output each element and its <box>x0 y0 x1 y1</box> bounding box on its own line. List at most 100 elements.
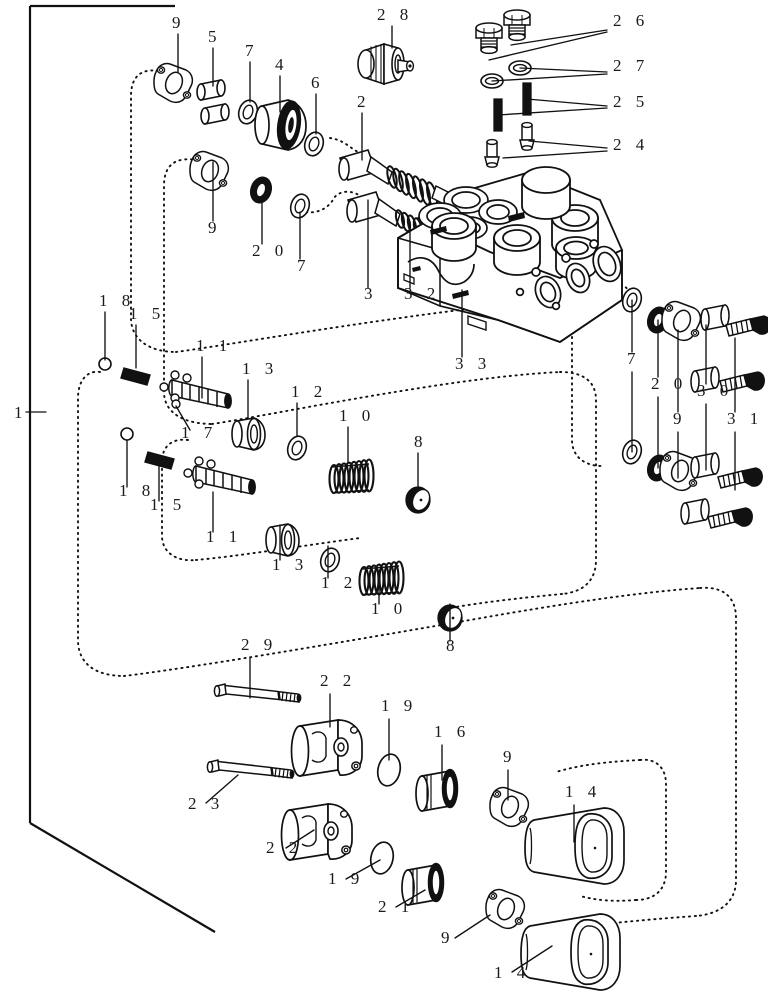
part-callout-8: 8 <box>414 432 423 451</box>
part-23-bolt <box>206 759 296 780</box>
part-callout-17: 1 7 <box>181 423 217 442</box>
part-callout-22: 2 2 <box>320 671 356 690</box>
part-callout-7: 7 <box>297 256 306 275</box>
part-callout-1: 1 <box>14 403 23 422</box>
part-callout-12: 1 2 <box>291 382 327 401</box>
part-callout-13: 1 3 <box>272 555 308 574</box>
part-5-dowel-a <box>196 79 226 101</box>
leader-line-22 <box>285 829 315 849</box>
part-14-boot-lower <box>520 913 621 991</box>
part-callout-25: 2 5 <box>613 92 649 111</box>
part-5-dowel-b <box>200 103 230 125</box>
part-22-housing-upper <box>290 719 363 777</box>
part-9-flange-top <box>153 62 194 104</box>
part-10-spring-lower <box>358 560 405 597</box>
leader-line-19 <box>345 859 381 880</box>
part-callout-19: 1 9 <box>381 696 417 715</box>
part-17-detent-upper <box>171 399 181 409</box>
part-callout-9: 9 <box>172 13 181 32</box>
part-callout-27: 2 7 <box>613 56 649 75</box>
part-callout-11: 1 1 <box>196 336 232 355</box>
part-20-seal-top <box>246 173 276 207</box>
part-callout-5: 5 <box>208 27 217 46</box>
part-callout-19: 1 9 <box>328 869 364 888</box>
diagram-frame <box>28 4 216 933</box>
part-callout-14: 1 4 <box>494 963 530 982</box>
part-30-spacer-c <box>690 452 720 479</box>
part-callout-9: 9 <box>673 409 682 428</box>
part-16-sleeve <box>415 768 459 812</box>
part-callout-14: 1 4 <box>565 782 601 801</box>
part-13-bushing-lower <box>265 523 300 557</box>
part-callout-26: 2 6 <box>613 11 649 30</box>
part-26-plug-b <box>503 9 531 42</box>
part-callout-9: 9 <box>503 747 512 766</box>
part-31-bolt-a <box>725 315 768 337</box>
part-30-spacer-d <box>680 498 710 525</box>
part-19-oring-lower <box>367 839 397 877</box>
part-9-flange-second <box>189 150 230 192</box>
part-11-spool-upper <box>159 370 232 409</box>
part-callout-15: 1 5 <box>129 304 165 323</box>
part-26-plug-a <box>475 22 503 55</box>
leader-line-14 <box>511 945 553 973</box>
leader-line- <box>502 150 608 159</box>
part-18-plug-lower <box>120 427 134 441</box>
part-12-seal-lower <box>316 545 344 575</box>
leader-line-17 <box>175 405 191 431</box>
part-callout-7: 7 <box>627 349 636 368</box>
part-callout-30: 3 0 <box>697 381 733 400</box>
part-callout-10: 1 0 <box>339 406 375 425</box>
part-callout-22: 2 2 <box>266 838 302 857</box>
part-12-seal-upper <box>283 433 311 463</box>
part-24-stud-a <box>484 138 500 168</box>
leader-line- <box>497 107 608 116</box>
part-callout-2: 2 <box>357 92 366 111</box>
callout-leader-lines <box>25 25 736 973</box>
part-callout-20: 2 0 <box>252 241 288 260</box>
part-10-spring-upper <box>328 458 375 495</box>
part-callout-24: 2 4 <box>613 135 649 154</box>
part-callout-8: 8 <box>446 636 455 655</box>
part-11-spool-lower <box>183 456 256 495</box>
part-31-bolt-c <box>717 467 763 489</box>
part-32-33-valve-body <box>397 166 624 344</box>
part-callout-29: 2 9 <box>241 635 277 654</box>
part-28-relief-valve <box>357 43 415 85</box>
part-callout-11: 1 1 <box>206 527 242 546</box>
part-15-pin-upper <box>120 367 151 386</box>
part-31-bolt-d <box>707 507 753 529</box>
part-callout-13: 1 3 <box>242 359 278 378</box>
part-callout-18: 1 8 <box>99 291 135 310</box>
part-callout-31: 3 1 <box>727 409 763 428</box>
leader-line-23 <box>205 774 239 804</box>
leader-line-24 <box>528 140 608 149</box>
part-9-flange-right-top <box>661 300 702 342</box>
part-8-cap-lower <box>437 603 466 633</box>
part-callout-16: 1 6 <box>434 722 470 741</box>
part-callout-7: 7 <box>245 41 254 60</box>
part-callout-4: 4 <box>275 55 284 74</box>
part-callout-9: 9 <box>441 928 450 947</box>
part-29-bolt <box>213 683 303 704</box>
part-30-spacer-a <box>700 304 730 331</box>
part-callout-23: 2 3 <box>188 794 224 813</box>
part-24-stud-b <box>519 121 535 151</box>
leader-line- <box>488 31 608 61</box>
part-9-flange-bottom-lower <box>485 888 526 930</box>
part-13-bushing-upper <box>231 417 266 451</box>
part-callout-18: 1 8 <box>119 481 155 500</box>
part-callout-10: 1 0 <box>371 599 407 618</box>
part-callout-20: 2 0 <box>651 374 687 393</box>
leader-line- <box>491 73 608 82</box>
leader-line-9 <box>454 914 491 939</box>
part-callout-15: 1 5 <box>150 495 186 514</box>
part-callout-3: 3 <box>364 284 373 303</box>
part-callout-21: 2 1 <box>378 897 414 916</box>
part-callout-6: 6 <box>311 73 320 92</box>
leader-line-21 <box>395 889 426 908</box>
part-callout-33: 3 3 <box>455 354 491 373</box>
leader-line-27 <box>519 67 608 73</box>
